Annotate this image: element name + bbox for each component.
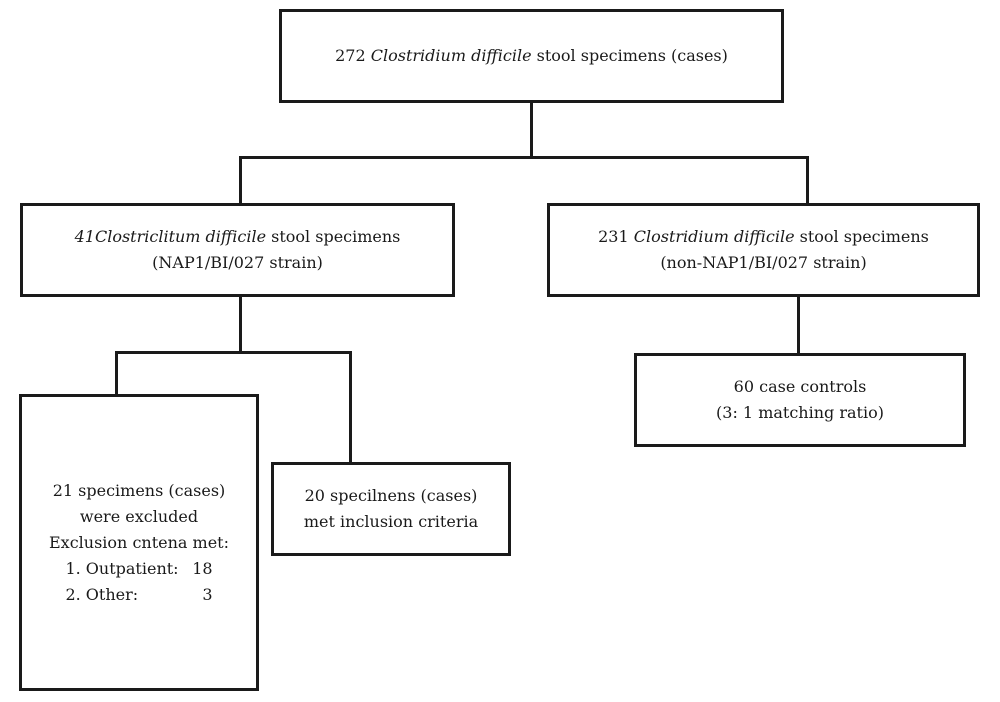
- non-nap1-strain-label: (non-NAP1/BI/027 strain): [660, 253, 867, 272]
- non-nap1-count: 231: [598, 227, 629, 246]
- nap1-rest: stool specimens: [271, 227, 401, 246]
- connector-nap-down: [239, 297, 242, 353]
- included-line2: met inclusion criteria: [303, 512, 479, 531]
- included-line1: 20 specilnens (cases): [304, 486, 478, 505]
- root-specimens-box: 272 Clostridium difficile stool specimen…: [279, 9, 784, 103]
- connector-non-nap-to-controls: [797, 297, 800, 353]
- exclusion-criteria-heading: Exclusion cntena met:: [49, 532, 229, 552]
- root-organism: Clostridium difficile: [370, 46, 532, 65]
- root-specimens-text: 272 Clostridium difficile stool specimen…: [335, 43, 728, 69]
- root-rest: stool specimens (cases): [536, 46, 728, 65]
- non-nap1-organism: Clostridium difficile: [633, 227, 795, 246]
- excluded-line2: were excluded: [79, 506, 199, 526]
- connector-root-down: [530, 103, 533, 158]
- nap1-strain-box: 41Clostriclitum difficile stool specimen…: [20, 203, 455, 297]
- nap1-organism: Clostriclitum difficile: [94, 227, 267, 246]
- connector-to-nap: [239, 156, 242, 203]
- exclusion-item-value: 3: [202, 584, 213, 604]
- connector-nap-bar: [115, 351, 352, 354]
- exclusion-item-label: 2. Other:: [65, 584, 139, 604]
- case-controls-box: 60 case controls (3: 1 matching ratio): [634, 353, 966, 447]
- connector-top-bar: [239, 156, 809, 159]
- exclusion-criteria-list: 1. Outpatient: 18 2. Other: 3: [65, 556, 212, 608]
- connector-to-excluded: [115, 351, 118, 394]
- connector-to-non-nap: [806, 156, 809, 203]
- included-specimens-box: 20 specilnens (cases) met inclusion crit…: [271, 462, 511, 556]
- connector-to-included: [349, 351, 352, 462]
- root-count: 272: [335, 46, 366, 65]
- nap1-count: 41: [74, 227, 95, 246]
- exclusion-item-label: 1. Outpatient:: [65, 558, 179, 578]
- nap1-strain-label: (NAP1/BI/027 strain): [152, 253, 323, 272]
- excluded-line1: 21 specimens (cases): [52, 480, 226, 500]
- excluded-specimens-box: 21 specimens (cases) were excluded Exclu…: [19, 394, 259, 691]
- exclusion-item-value: 18: [192, 558, 213, 578]
- controls-line2: (3: 1 matching ratio): [716, 403, 884, 422]
- controls-line1: 60 case controls: [733, 377, 867, 396]
- non-nap1-strain-box: 231 Clostridium difficile stool specimen…: [547, 203, 980, 297]
- non-nap1-rest: stool specimens: [799, 227, 929, 246]
- non-nap1-line1: 231 Clostridium difficile stool specimen…: [598, 224, 929, 250]
- nap1-line1: 41Clostriclitum difficile stool specimen…: [75, 224, 401, 250]
